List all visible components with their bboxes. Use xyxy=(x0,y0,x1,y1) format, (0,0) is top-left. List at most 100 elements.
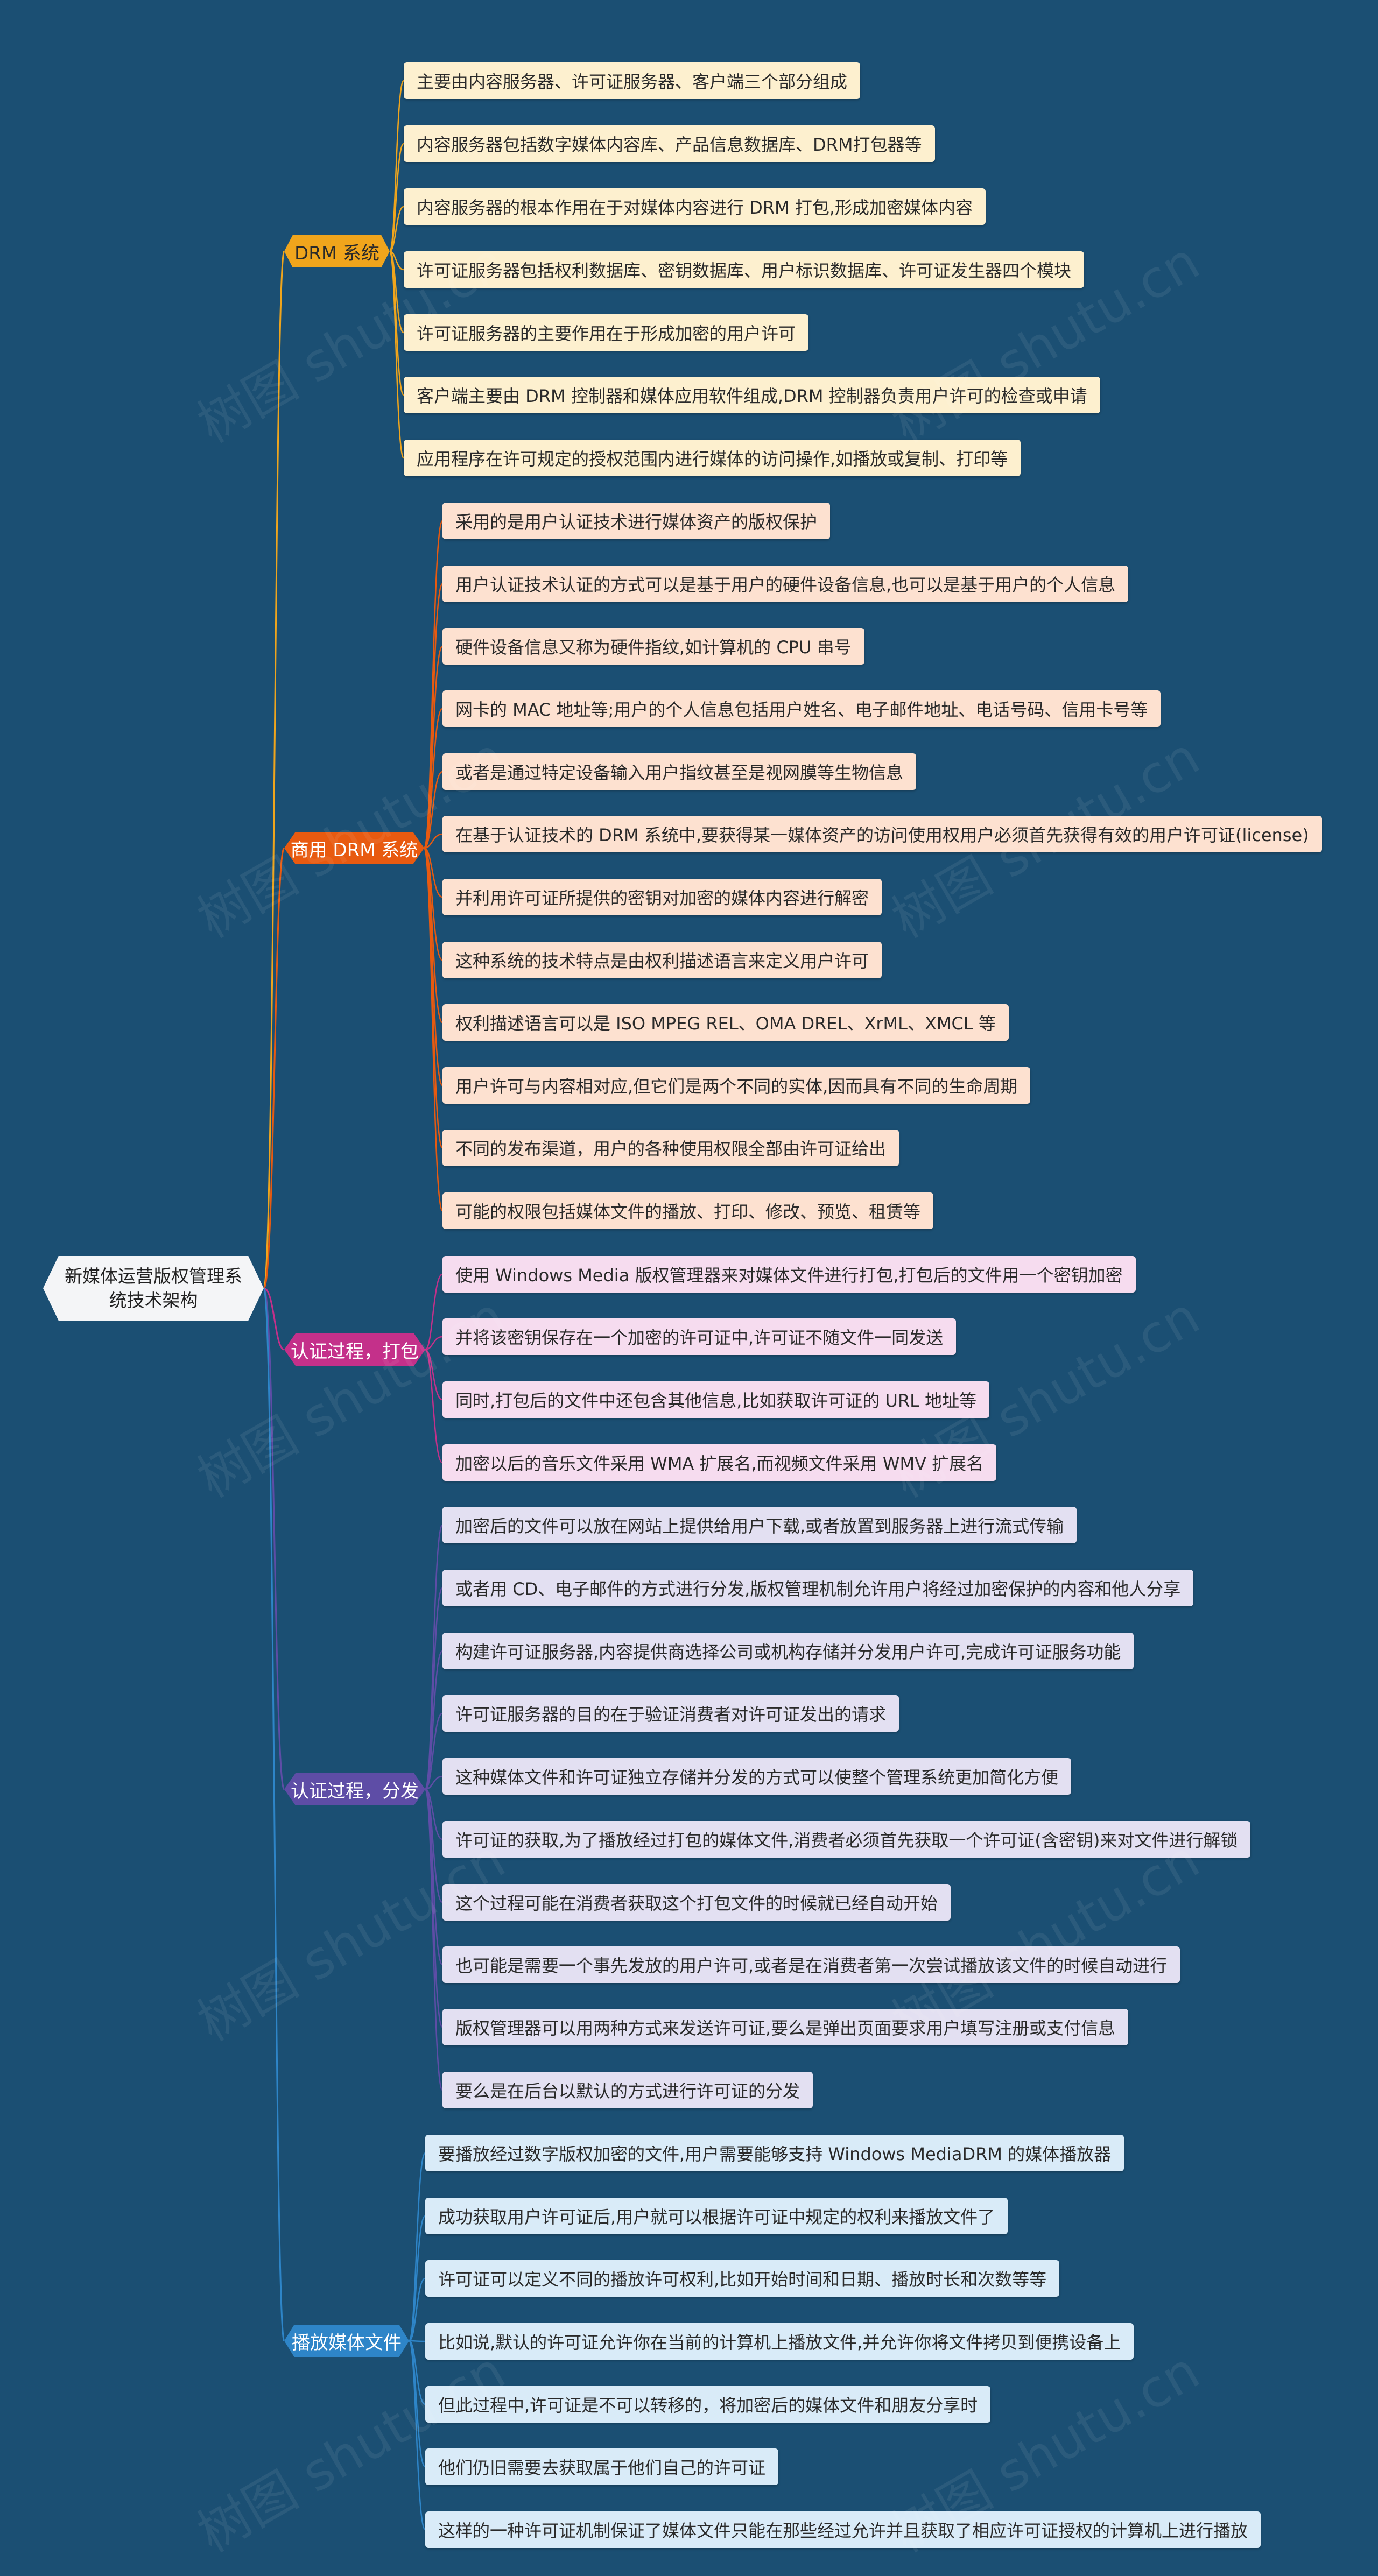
leaf-text: 在基于认证技术的 DRM 系统中,要获得某一媒体资产的访问使用权用户必须首先获得… xyxy=(455,825,1309,845)
branch-auth-packaging[interactable]: 认证过程，打包 xyxy=(284,1333,425,1366)
leaf-node[interactable]: 要么是在后台以默认的方式进行许可证的分发 xyxy=(442,2072,813,2108)
branch-leaf-connector xyxy=(409,2277,426,2342)
leaf-node[interactable]: 构建许可证服务器,内容提供商选择公司或机构存储并分发用户许可,完成许可证服务功能 xyxy=(442,1633,1134,1669)
leaf-node[interactable]: 权利描述语言可以是 ISO MPEG REL、OMA DREL、XrML、XMC… xyxy=(442,1004,1009,1041)
leaf-text: 用户认证技术认证的方式可以是基于用户的硬件设备信息,也可以是基于用户的个人信息 xyxy=(455,575,1116,595)
leaf-text: 可能的权限包括媒体文件的播放、打印、修改、预览、租赁等 xyxy=(455,1202,921,1222)
leaf-text: 构建许可证服务器,内容提供商选择公司或机构存储并分发用户许可,完成许可证服务功能 xyxy=(455,1642,1121,1662)
leaf-node[interactable]: 在基于认证技术的 DRM 系统中,要获得某一媒体资产的访问使用权用户必须首先获得… xyxy=(442,816,1322,852)
leaf-text: 内容服务器的根本作用在于对媒体内容进行 DRM 打包,形成加密媒体内容 xyxy=(417,197,973,218)
leaf-node[interactable]: 许可证服务器的目的在于验证消费者对许可证发出的请求 xyxy=(442,1695,899,1732)
leaf-text: 版权管理器可以用两种方式来发送许可证,要么是弹出页面要求用户填写注册或支付信息 xyxy=(455,2018,1116,2038)
leaf-node[interactable]: 客户端主要由 DRM 控制器和媒体应用软件组成,DRM 控制器负责用户许可的检查… xyxy=(404,377,1100,413)
branch-leaf-connector xyxy=(425,1273,443,1351)
leaf-text: 要播放经过数字版权加密的文件,用户需要能够支持 Windows MediaDRM… xyxy=(438,2144,1112,2164)
root-branch-connector xyxy=(263,250,285,1289)
leaf-text: 许可证的获取,为了播放经过打包的媒体文件,消费者必须首先获取一个许可证(含密钥)… xyxy=(455,1830,1238,1851)
leaf-node[interactable]: 这样的一种许可证机制保证了媒体文件只能在那些经过允许并且获取了相应许可证授权的计… xyxy=(425,2511,1261,2548)
leaf-node[interactable]: 但此过程中,许可证是不可以转移的，将加密后的媒体文件和朋友分享时 xyxy=(425,2386,991,2423)
branch-leaf-connector xyxy=(424,833,443,849)
leaf-node[interactable]: 或者是通过特定设备输入用户指纹甚至是视网膜等生物信息 xyxy=(442,753,917,790)
leaf-text: 他们仍旧需要去获取属于他们自己的许可证 xyxy=(438,2458,766,2478)
leaf-text: 用户许可与内容相对应,但它们是两个不同的实体,因而具有不同的生命周期 xyxy=(455,1076,1018,1097)
leaf-text: 许可证服务器包括权利数据库、密钥数据库、用户标识数据库、许可证发生器四个模块 xyxy=(417,260,1072,281)
leaf-node[interactable]: 这种媒体文件和许可证独立存储并分发的方式可以使整个管理系统更加简化方便 xyxy=(442,1758,1072,1795)
leaf-node[interactable]: 加密以后的音乐文件采用 WMA 扩展名,而视频文件采用 WMV 扩展名 xyxy=(442,1444,997,1481)
branch-drm-system[interactable]: DRM 系统 xyxy=(284,235,390,267)
leaf-text: 同时,打包后的文件中还包含其他信息,比如获取许可证的 URL 地址等 xyxy=(455,1391,977,1411)
leaf-text: 采用的是用户认证技术进行媒体资产的版权保护 xyxy=(455,512,818,532)
root-branch-connector xyxy=(263,1287,285,2342)
leaf-text: 主要由内容服务器、许可证服务器、客户端三个部分组成 xyxy=(417,72,848,92)
root-node[interactable]: 新媒体运营版权管理系统技术架构 xyxy=(43,1256,264,1321)
leaf-node[interactable]: 许可证服务器的主要作用在于形成加密的用户许可 xyxy=(404,314,809,351)
root-branch-connector xyxy=(263,1287,285,1351)
leaf-node[interactable]: 并利用许可证所提供的密钥对加密的媒体内容进行解密 xyxy=(442,879,882,915)
leaf-node[interactable]: 可能的权限包括媒体文件的播放、打印、修改、预览、租赁等 xyxy=(442,1192,934,1229)
leaf-node[interactable]: 许可证的获取,为了播放经过打包的媒体文件,消费者必须首先获取一个许可证(含密钥)… xyxy=(442,1821,1251,1858)
leaf-node[interactable]: 应用程序在许可规定的授权范围内进行媒体的访问操作,如播放或复制、打印等 xyxy=(404,440,1021,476)
leaf-text: 或者是通过特定设备输入用户指纹甚至是视网膜等生物信息 xyxy=(455,763,904,783)
branch-auth-distribution[interactable]: 认证过程，分发 xyxy=(284,1773,425,1805)
leaf-text: 但此过程中,许可证是不可以转移的，将加密后的媒体文件和朋友分享时 xyxy=(438,2395,978,2416)
leaf-node[interactable]: 版权管理器可以用两种方式来发送许可证,要么是弹出页面要求用户填写注册或支付信息 xyxy=(442,2009,1129,2045)
branch-leaf-connector xyxy=(423,847,444,1212)
leaf-text: 或者用 CD、电子邮件的方式进行分发,版权管理机制允许用户将经过加密保护的内容和… xyxy=(455,1579,1181,1599)
leaf-node[interactable]: 内容服务器的根本作用在于对媒体内容进行 DRM 打包,形成加密媒体内容 xyxy=(404,188,986,225)
leaf-node[interactable]: 网卡的 MAC 地址等;用户的个人信息包括用户姓名、电子邮件地址、电话号码、信用… xyxy=(442,690,1161,727)
branch-leaf-connector xyxy=(408,2215,426,2342)
leaf-node[interactable]: 不同的发布渠道，用户的各种使用权限全部由许可证给出 xyxy=(442,1130,899,1166)
branch-leaf-connector xyxy=(424,1788,444,2091)
leaf-node[interactable]: 许可证可以定义不同的播放许可权利,比如开始时间和日期、播放时长和次数等等 xyxy=(425,2260,1060,2297)
branch-label: 认证过程，打包 xyxy=(291,1340,419,1363)
leaf-text: 这个过程可能在消费者获取这个打包文件的时候就已经自动开始 xyxy=(455,1893,938,1914)
branch-play-media[interactable]: 播放媒体文件 xyxy=(284,2325,409,2357)
leaf-node[interactable]: 他们仍旧需要去获取属于他们自己的许可证 xyxy=(425,2448,779,2485)
branch-leaf-connector xyxy=(425,1775,443,1790)
branch-label: 播放媒体文件 xyxy=(292,2332,402,2354)
leaf-node[interactable]: 要播放经过数字版权加密的文件,用户需要能够支持 Windows MediaDRM… xyxy=(425,2135,1124,2171)
branch-leaf-connector xyxy=(424,847,443,898)
leaf-node[interactable]: 用户认证技术认证的方式可以是基于用户的硬件设备信息,也可以是基于用户的个人信息 xyxy=(442,566,1129,602)
branch-leaf-connector xyxy=(424,1788,444,2028)
branch-leaf-connector xyxy=(424,1650,444,1790)
root-branch-connector xyxy=(263,1287,285,1790)
branch-leaf-connector xyxy=(389,206,404,252)
leaf-node[interactable]: 主要由内容服务器、许可证服务器、客户端三个部分组成 xyxy=(404,62,861,99)
branch-leaf-connector xyxy=(408,2152,426,2342)
leaf-node[interactable]: 同时,打包后的文件中还包含其他信息,比如获取许可证的 URL 地址等 xyxy=(442,1381,990,1418)
leaf-text: 加密以后的音乐文件采用 WMA 扩展名,而视频文件采用 WMV 扩展名 xyxy=(455,1453,984,1474)
leaf-node[interactable]: 成功获取用户许可证后,用户就可以根据许可证中规定的权利来播放文件了 xyxy=(425,2198,1008,2234)
branch-label: 认证过程，分发 xyxy=(291,1780,419,1802)
leaf-text: 并利用许可证所提供的密钥对加密的媒体内容进行解密 xyxy=(455,888,869,908)
leaf-node[interactable]: 使用 Windows Media 版权管理器来对媒体文件进行打包,打包后的文件用… xyxy=(442,1256,1136,1293)
leaf-text: 许可证服务器的目的在于验证消费者对许可证发出的请求 xyxy=(455,1704,887,1725)
leaf-node[interactable]: 用户许可与内容相对应,但它们是两个不同的实体,因而具有不同的生命周期 xyxy=(442,1067,1031,1104)
leaf-text: 这种系统的技术特点是由权利描述语言来定义用户许可 xyxy=(455,951,869,971)
leaf-text: 这种媒体文件和许可证独立存储并分发的方式可以使整个管理系统更加简化方便 xyxy=(455,1767,1059,1788)
leaf-node[interactable]: 内容服务器包括数字媒体内容库、产品信息数据库、DRM打包器等 xyxy=(404,125,935,162)
leaf-node[interactable]: 硬件设备信息又称为硬件指纹,如计算机的 CPU 串号 xyxy=(442,628,864,665)
leaf-node[interactable]: 这个过程可能在消费者获取这个打包文件的时候就已经自动开始 xyxy=(442,1884,951,1921)
leaf-node[interactable]: 这种系统的技术特点是由权利描述语言来定义用户许可 xyxy=(442,942,882,978)
branch-leaf-connector xyxy=(425,1712,443,1790)
leaf-node[interactable]: 采用的是用户认证技术进行媒体资产的版权保护 xyxy=(442,503,831,539)
leaf-node[interactable]: 也可能是需要一个事先发放的用户许可,或者是在消费者第一次尝试播放该文件的时候自动… xyxy=(442,1946,1180,1983)
branch-leaf-connector xyxy=(424,771,443,849)
leaf-text: 这样的一种许可证机制保证了媒体文件只能在那些经过允许并且获取了相应许可证授权的计… xyxy=(438,2521,1248,2541)
branch-leaf-connector xyxy=(423,708,444,849)
leaf-node[interactable]: 并将该密钥保存在一个加密的许可证中,许可证不随文件一同发送 xyxy=(442,1318,957,1355)
leaf-node[interactable]: 许可证服务器包括权利数据库、密钥数据库、用户标识数据库、许可证发生器四个模块 xyxy=(404,251,1085,288)
leaf-node[interactable]: 或者用 CD、电子邮件的方式进行分发,版权管理机制允许用户将经过加密保护的内容和… xyxy=(442,1570,1194,1606)
branch-leaf-connector xyxy=(389,143,405,252)
branch-label: 商用 DRM 系统 xyxy=(290,839,418,861)
branch-leaf-connector xyxy=(424,1587,444,1790)
leaf-node[interactable]: 比如说,默认的许可证允许你在当前的计算机上播放文件,并允许你将文件拷贝到便携设备… xyxy=(425,2323,1134,2360)
leaf-node[interactable]: 加密后的文件可以放在网站上提供给用户下载,或者放置到服务器上进行流式传输 xyxy=(442,1507,1077,1543)
branch-commercial-drm[interactable]: 商用 DRM 系统 xyxy=(284,832,424,864)
leaf-text: 硬件设备信息又称为硬件指纹,如计算机的 CPU 串号 xyxy=(455,637,852,658)
leaf-text: 要么是在后台以默认的方式进行许可证的分发 xyxy=(455,2081,800,2101)
branch-leaf-connector xyxy=(425,1336,443,1351)
leaf-text: 许可证服务器的主要作用在于形成加密的用户许可 xyxy=(417,323,796,344)
leaf-text: 成功获取用户许可证后,用户就可以根据许可证中规定的权利来播放文件了 xyxy=(438,2207,995,2227)
